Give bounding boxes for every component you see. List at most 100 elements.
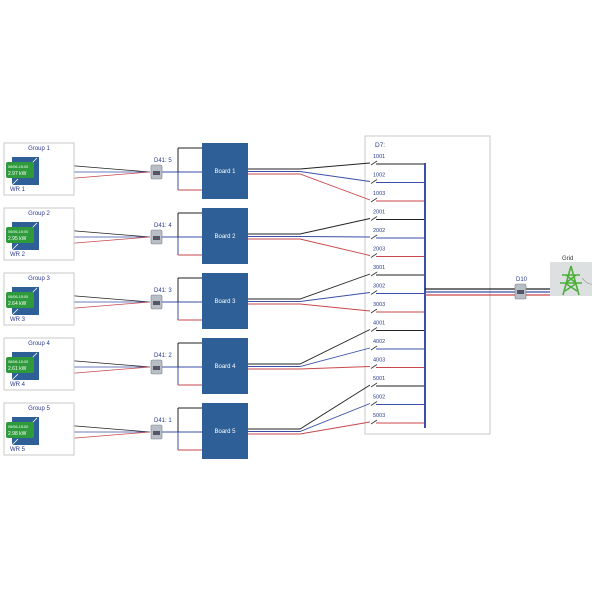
switch-label: 4001 — [373, 321, 385, 327]
breaker-switch-icon[interactable] — [370, 253, 378, 258]
switch-label: 2001 — [373, 210, 385, 216]
board-label: Board 4 — [214, 364, 236, 370]
board-output-wire — [248, 403, 371, 432]
board-output-wire — [248, 421, 371, 435]
meter-icon[interactable] — [150, 294, 163, 310]
inverter-label: WR 4 — [10, 382, 26, 388]
breaker-switch-icon[interactable] — [370, 179, 378, 184]
board-output-wire — [248, 273, 371, 300]
breaker-switch-icon[interactable] — [370, 419, 378, 425]
inverter-icon[interactable] — [6, 222, 39, 251]
breaker-switch-icon[interactable] — [370, 290, 378, 295]
breaker-switch-icon[interactable] — [370, 364, 378, 369]
switch-label: 5003 — [373, 413, 385, 419]
breaker-switch-icon[interactable] — [370, 271, 378, 277]
board-label: Board 5 — [214, 429, 236, 435]
inverter-icon[interactable] — [6, 352, 39, 381]
group-1: Group 1 06/06-15:00 2.97 kW WR 1 D41: 5 Board… — [3, 142, 248, 199]
board-2[interactable] — [202, 208, 248, 264]
meter-label: D41: 3 — [154, 288, 172, 294]
switch-label: 1003 — [373, 191, 385, 197]
group-5: Group 5 06/06-15:00 2.98 kW WR 5 D41: 1 Board… — [3, 402, 248, 459]
inverter-label: WR 3 — [10, 317, 26, 323]
inverter-time: 06/06-15:00 — [8, 165, 28, 169]
switch-label: 2003 — [373, 247, 385, 253]
inverter-label: WR 1 — [10, 187, 26, 193]
group-title: Group 5 — [28, 406, 50, 412]
board-output-wire — [248, 162, 371, 170]
group-title: Group 4 — [28, 341, 50, 347]
breaker-switch-icon[interactable] — [370, 327, 378, 332]
board-3[interactable] — [202, 273, 248, 329]
group-title: Group 2 — [28, 211, 50, 217]
breaker-switch-icon[interactable] — [370, 401, 378, 406]
switch-label: 5001 — [373, 376, 385, 382]
breaker-switch-icon[interactable] — [370, 234, 378, 240]
distribution-box — [364, 135, 491, 435]
board-label: Board 3 — [214, 299, 236, 305]
switch-label: 1002 — [373, 173, 385, 179]
switch-label: 1001 — [373, 154, 385, 160]
group-title: Group 1 — [28, 146, 50, 152]
meter-label: D41: 2 — [154, 353, 172, 359]
inverter-icon[interactable] — [6, 157, 39, 186]
board-5[interactable] — [202, 403, 248, 459]
switch-label: 3001 — [373, 265, 385, 271]
switch-label: 5002 — [373, 395, 385, 401]
grid-icon[interactable] — [550, 262, 593, 296]
meter-label: D41: 4 — [154, 223, 172, 229]
breaker-switch-icon[interactable] — [370, 197, 378, 203]
main-meter-icon[interactable] — [514, 283, 527, 300]
breaker-switch-icon[interactable] — [370, 160, 378, 166]
switch-label: 4003 — [373, 358, 385, 364]
inverter-time: 06/06-15:00 — [8, 230, 28, 234]
board-output-wire — [248, 218, 371, 235]
breaker-switch-icon[interactable] — [370, 382, 378, 388]
group-4: Group 4 06/06-15:00 2.61 kW WR 4 D41: 2 Board… — [3, 337, 248, 394]
breaker-switch-icon[interactable] — [370, 308, 378, 314]
distribution-title: D7: — [375, 142, 385, 149]
board-output-wire — [248, 238, 371, 256]
switch-label: 3003 — [373, 302, 385, 308]
group-title: Group 3 — [28, 276, 50, 282]
board-output-wire — [248, 347, 371, 367]
board-output-wire — [248, 329, 371, 365]
main-meter-label: D10 — [516, 277, 528, 283]
board-1[interactable] — [202, 143, 248, 199]
board-output-wire — [248, 171, 371, 182]
grid-label: Grid — [562, 256, 573, 262]
switch-label: 3002 — [373, 284, 385, 290]
meter-icon[interactable] — [150, 164, 163, 180]
inverter-power: 2.97 kW — [8, 171, 27, 177]
board-output-wire — [248, 366, 371, 370]
inverter-label: WR 2 — [10, 252, 26, 258]
inverter-time: 06/06-15:00 — [8, 295, 28, 299]
board-label: Board 1 — [214, 169, 236, 175]
board-output-wire — [248, 173, 371, 201]
board-output-wire — [248, 384, 371, 430]
inverter-label: WR 5 — [10, 447, 26, 453]
board-output-wire — [248, 292, 371, 302]
inverter-power: 2.61 kW — [8, 366, 27, 372]
board-label: Board 2 — [214, 234, 236, 240]
switch-label: 2002 — [373, 228, 385, 234]
meter-label: D41: 1 — [154, 418, 172, 424]
group-3: Group 3 06/06-15:00 2.64 kW WR 3 D41: 3 Board… — [3, 272, 248, 329]
inverter-icon[interactable] — [6, 287, 39, 316]
breaker-switch-icon[interactable] — [370, 345, 378, 351]
inverter-time: 06/06-15:00 — [8, 360, 28, 364]
meter-label: D41: 5 — [154, 158, 172, 164]
inverter-power: 2.98 kW — [8, 431, 27, 437]
board-output-wire — [248, 303, 371, 312]
board-4[interactable] — [202, 338, 248, 394]
inverter-icon[interactable] — [6, 417, 39, 446]
switch-label: 4002 — [373, 339, 385, 345]
breaker-switch-icon[interactable] — [370, 216, 378, 221]
inverter-power: 2.64 kW — [8, 301, 27, 307]
inverter-time: 06/06-15:00 — [8, 425, 28, 429]
meter-icon[interactable] — [150, 229, 163, 245]
meter-icon[interactable] — [150, 424, 163, 440]
meter-icon[interactable] — [150, 359, 163, 375]
